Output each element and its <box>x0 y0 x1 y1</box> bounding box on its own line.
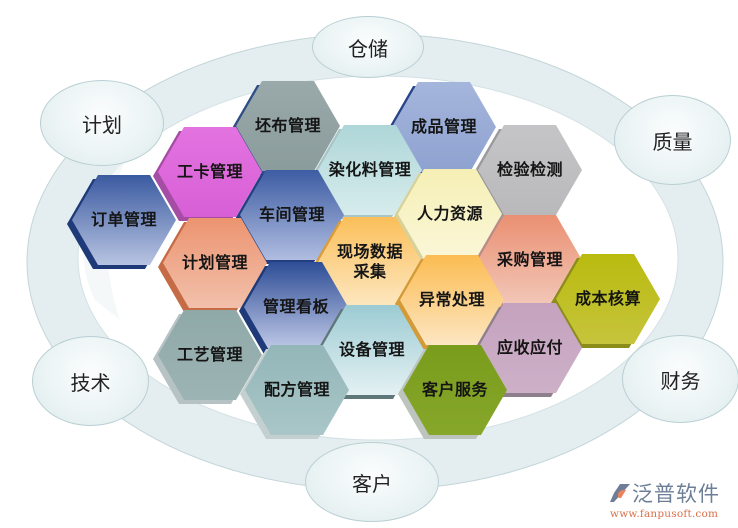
hex-module-planning[interactable]: 计划管理 <box>158 218 267 312</box>
logo-url: www.fanpusoft.com <box>610 508 719 520</box>
hex-module-order[interactable]: 订单管理 <box>67 175 176 269</box>
outer-module-tech[interactable]: 技术 <box>32 336 149 426</box>
outer-module-plan[interactable]: 计划 <box>40 80 164 166</box>
hex-module-greige[interactable]: 坯布管理 <box>231 81 340 175</box>
hex-module-label: 现场数据 采集 <box>336 242 403 281</box>
hex-module-hr[interactable]: 人力资源 <box>393 169 502 263</box>
outer-module-label: 计划 <box>82 112 122 137</box>
hex-module-label: 成品管理 <box>410 117 477 136</box>
hex-module-jobcard[interactable]: 工卡管理 <box>153 127 262 221</box>
outer-module-label: 质量 <box>652 129 693 154</box>
hex-module-label: 工卡管理 <box>176 162 243 181</box>
hex-module-label: 人力资源 <box>416 204 483 223</box>
outer-module-label: 技术 <box>70 370 111 395</box>
hex-module-customer_service[interactable]: 客户服务 <box>398 345 507 439</box>
hex-module-label: 订单管理 <box>90 210 157 229</box>
hex-module-label: 计划管理 <box>181 253 248 272</box>
outer-module-label: 财务 <box>660 368 701 393</box>
hex-module-label: 成本核算 <box>574 289 641 308</box>
brand-logo: 泛普软件 www.fanpusoft.com <box>610 478 735 523</box>
hex-face <box>403 345 507 435</box>
hex-module-label: 车间管理 <box>258 205 325 224</box>
hex-module-process[interactable]: 工艺管理 <box>153 310 262 404</box>
outer-module-warehouse[interactable]: 仓储 <box>312 16 424 78</box>
outer-module-label: 仓储 <box>348 36 388 61</box>
hex-module-label: 应收应付 <box>496 338 563 357</box>
hex-module-label: 检验检测 <box>496 160 563 179</box>
hex-face <box>245 345 349 435</box>
hex-module-label: 设备管理 <box>338 340 405 359</box>
hex-module-recipe[interactable]: 配方管理 <box>240 345 349 439</box>
outer-module-finance[interactable]: 财务 <box>622 335 738 423</box>
hex-module-label: 采购管理 <box>496 250 563 269</box>
outer-module-quality[interactable]: 质量 <box>614 95 731 185</box>
hex-module-label: 客户服务 <box>421 380 488 399</box>
hex-module-label: 异常处理 <box>418 290 485 309</box>
outer-module-label: 客户 <box>352 471 392 496</box>
hex-module-label: 配方管理 <box>263 380 330 399</box>
hex-module-label: 染化料管理 <box>328 160 412 179</box>
hex-module-label: 管理看板 <box>262 297 329 316</box>
outer-module-customer[interactable]: 客户 <box>305 442 439 522</box>
logo-name: 泛普软件 <box>632 482 720 506</box>
hex-module-label: 坯布管理 <box>254 116 321 135</box>
hex-module-label: 工艺管理 <box>176 345 243 364</box>
logo-mark-icon <box>610 484 630 502</box>
